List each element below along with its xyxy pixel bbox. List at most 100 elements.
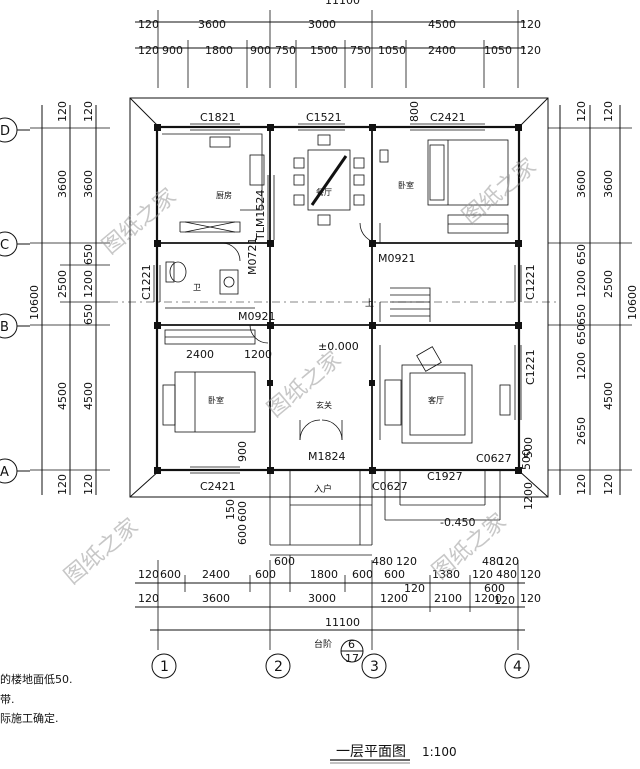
right-dim-c2-2: 650 — [575, 244, 588, 265]
axis-row-d: D — [0, 124, 10, 139]
stairs-up-label: 上 — [365, 298, 374, 309]
right-dim-c2-7: 2650 — [575, 417, 588, 445]
right-dim-c2-9: 120 — [575, 474, 588, 495]
door-m1824: M1824 — [308, 450, 346, 463]
top-dim-r1-2: 3000 — [308, 18, 336, 31]
bottom-sub-4: 600 — [484, 582, 505, 595]
room-dining: 餐厅 — [316, 188, 332, 197]
axis-col-1: 1 — [160, 659, 169, 675]
watermark: 图纸之家 — [263, 347, 346, 423]
window-c1221-left: C1221 — [140, 264, 153, 300]
step-label: 台阶 — [314, 638, 332, 650]
bottom-r1-3: 600 — [255, 568, 276, 581]
dim-600: 600 — [236, 524, 249, 545]
top-dim-r1-4: 120 — [520, 18, 541, 31]
bottom-r1-2: 2400 — [202, 568, 230, 581]
bottom-r1-1: 600 — [160, 568, 181, 581]
right-dim-overall: 10600 — [626, 285, 639, 320]
axis-row-a: A — [0, 465, 9, 480]
left-dim-c1-1: 3600 — [56, 170, 69, 198]
top-dim-r2-4: 750 — [275, 44, 296, 57]
top-dim-r2-5: 1500 — [310, 44, 338, 57]
bottom-r2-2: 3000 — [308, 592, 336, 605]
window-c1927: C1927 — [427, 470, 463, 483]
bottom-r1-10: 120 — [520, 568, 541, 581]
top-dim-r2-0: 120 — [138, 44, 159, 57]
left-dim-c1-0: 120 — [56, 101, 69, 122]
window-c1221-living: C1221 — [524, 349, 537, 385]
door-m0721: M0721 — [246, 238, 259, 276]
bottom-sub-1: 480 — [482, 555, 503, 568]
top-dim-r2-9: 1050 — [484, 44, 512, 57]
bottom-overall: 11100 — [325, 616, 360, 629]
bottom-r1-6: 600 — [384, 568, 405, 581]
left-dim-c1-2: 2500 — [56, 270, 69, 298]
note-line-1: 的楼地面低50. — [0, 672, 73, 686]
right-dim-c2-5: 650 — [575, 324, 588, 345]
window-c1821: C1821 — [200, 111, 236, 124]
bottom-r1-5: 600 — [352, 568, 373, 581]
axis-row-b: B — [0, 320, 9, 335]
left-dim-c2-0: 120 — [82, 101, 95, 122]
bottom-sub-0: 600 — [274, 555, 295, 568]
window-c2421-bottom: C2421 — [200, 480, 236, 493]
right-dim-c1-2: 2500 — [602, 270, 615, 298]
window-c2421-top: C2421 — [430, 111, 466, 124]
bottom-r2-6: 120 — [520, 592, 541, 605]
room-entry: 入户 — [314, 483, 332, 495]
bottom-r2-3: 1200 — [380, 592, 408, 605]
top-dim-r2-10: 120 — [520, 44, 541, 57]
left-dim-overall: 10600 — [28, 285, 41, 320]
left-dim-c2-5: 4500 — [82, 382, 95, 410]
dim-500: 500 — [522, 437, 535, 458]
top-dim-r2-3: 900 — [250, 44, 271, 57]
room-bath: 卫 — [193, 283, 201, 292]
bottom-r1-9: 480 — [496, 568, 517, 581]
room-bedroom-sw: 卧室 — [208, 395, 224, 405]
watermark: 图纸之家 — [458, 154, 541, 230]
dim-900: 900 — [236, 441, 249, 462]
top-dim-r1-1: 3600 — [198, 18, 226, 31]
right-dim-c2-1: 3600 — [575, 170, 588, 198]
level-floor: ±0.000 — [318, 340, 359, 353]
right-dim-c2-4: 650 — [575, 304, 588, 325]
top-dim-overall: 11100 — [325, 0, 360, 7]
watermark: 图纸之家 — [60, 514, 143, 590]
drawing-scale: 1:100 — [422, 745, 457, 759]
drawing-title: 一层平面图 — [336, 744, 406, 760]
top-dim-r1-0: 120 — [138, 18, 159, 31]
room-living: 客厅 — [428, 395, 444, 405]
door-m0921-bath: M0921 — [238, 310, 276, 323]
bottom-r1-7: 1380 — [432, 568, 460, 581]
right-dim-c2-8: 500 — [520, 449, 533, 470]
right-dim-c1-4: 120 — [602, 474, 615, 495]
dim-600b: 600 — [236, 501, 249, 522]
dim-120: 120 — [396, 555, 417, 568]
left-dim-c2-1: 3600 — [82, 170, 95, 198]
top-dim-r2-6: 750 — [350, 44, 371, 57]
room-bedroom-ne: 卧室 — [398, 180, 414, 190]
step-den: 17 — [345, 652, 359, 665]
bottom-r2-0: 120 — [138, 592, 159, 605]
bottom-sub-2: 120 — [498, 555, 519, 568]
left-dim-c2-2: 650 — [82, 244, 95, 265]
window-c1221-right: C1221 — [524, 264, 537, 300]
bottom-r2-1: 3600 — [202, 592, 230, 605]
bottom-r2-5: 1200 — [474, 592, 502, 605]
bottom-sub-3: 120 — [404, 582, 425, 595]
axis-row-c: C — [0, 238, 9, 253]
right-dim-c2-0: 120 — [575, 101, 588, 122]
left-dim-c1-4: 120 — [56, 474, 69, 495]
bottom-r1-0: 120 — [138, 568, 159, 581]
window-c0627-right: C0627 — [476, 452, 512, 465]
top-dim-r2-7: 1050 — [378, 44, 406, 57]
left-dim-c2-4: 650 — [82, 304, 95, 325]
right-dim-c2-3: 1200 — [575, 270, 588, 298]
axis-col-4: 4 — [513, 659, 522, 675]
top-dim-r2-8: 2400 — [428, 44, 456, 57]
note-line-2: 带. — [0, 693, 15, 706]
dim-800: 800 — [408, 101, 421, 122]
bottom-r2-4: 2100 — [434, 592, 462, 605]
top-dim-r1-3: 4500 — [428, 18, 456, 31]
step-num: 6 — [348, 638, 355, 651]
